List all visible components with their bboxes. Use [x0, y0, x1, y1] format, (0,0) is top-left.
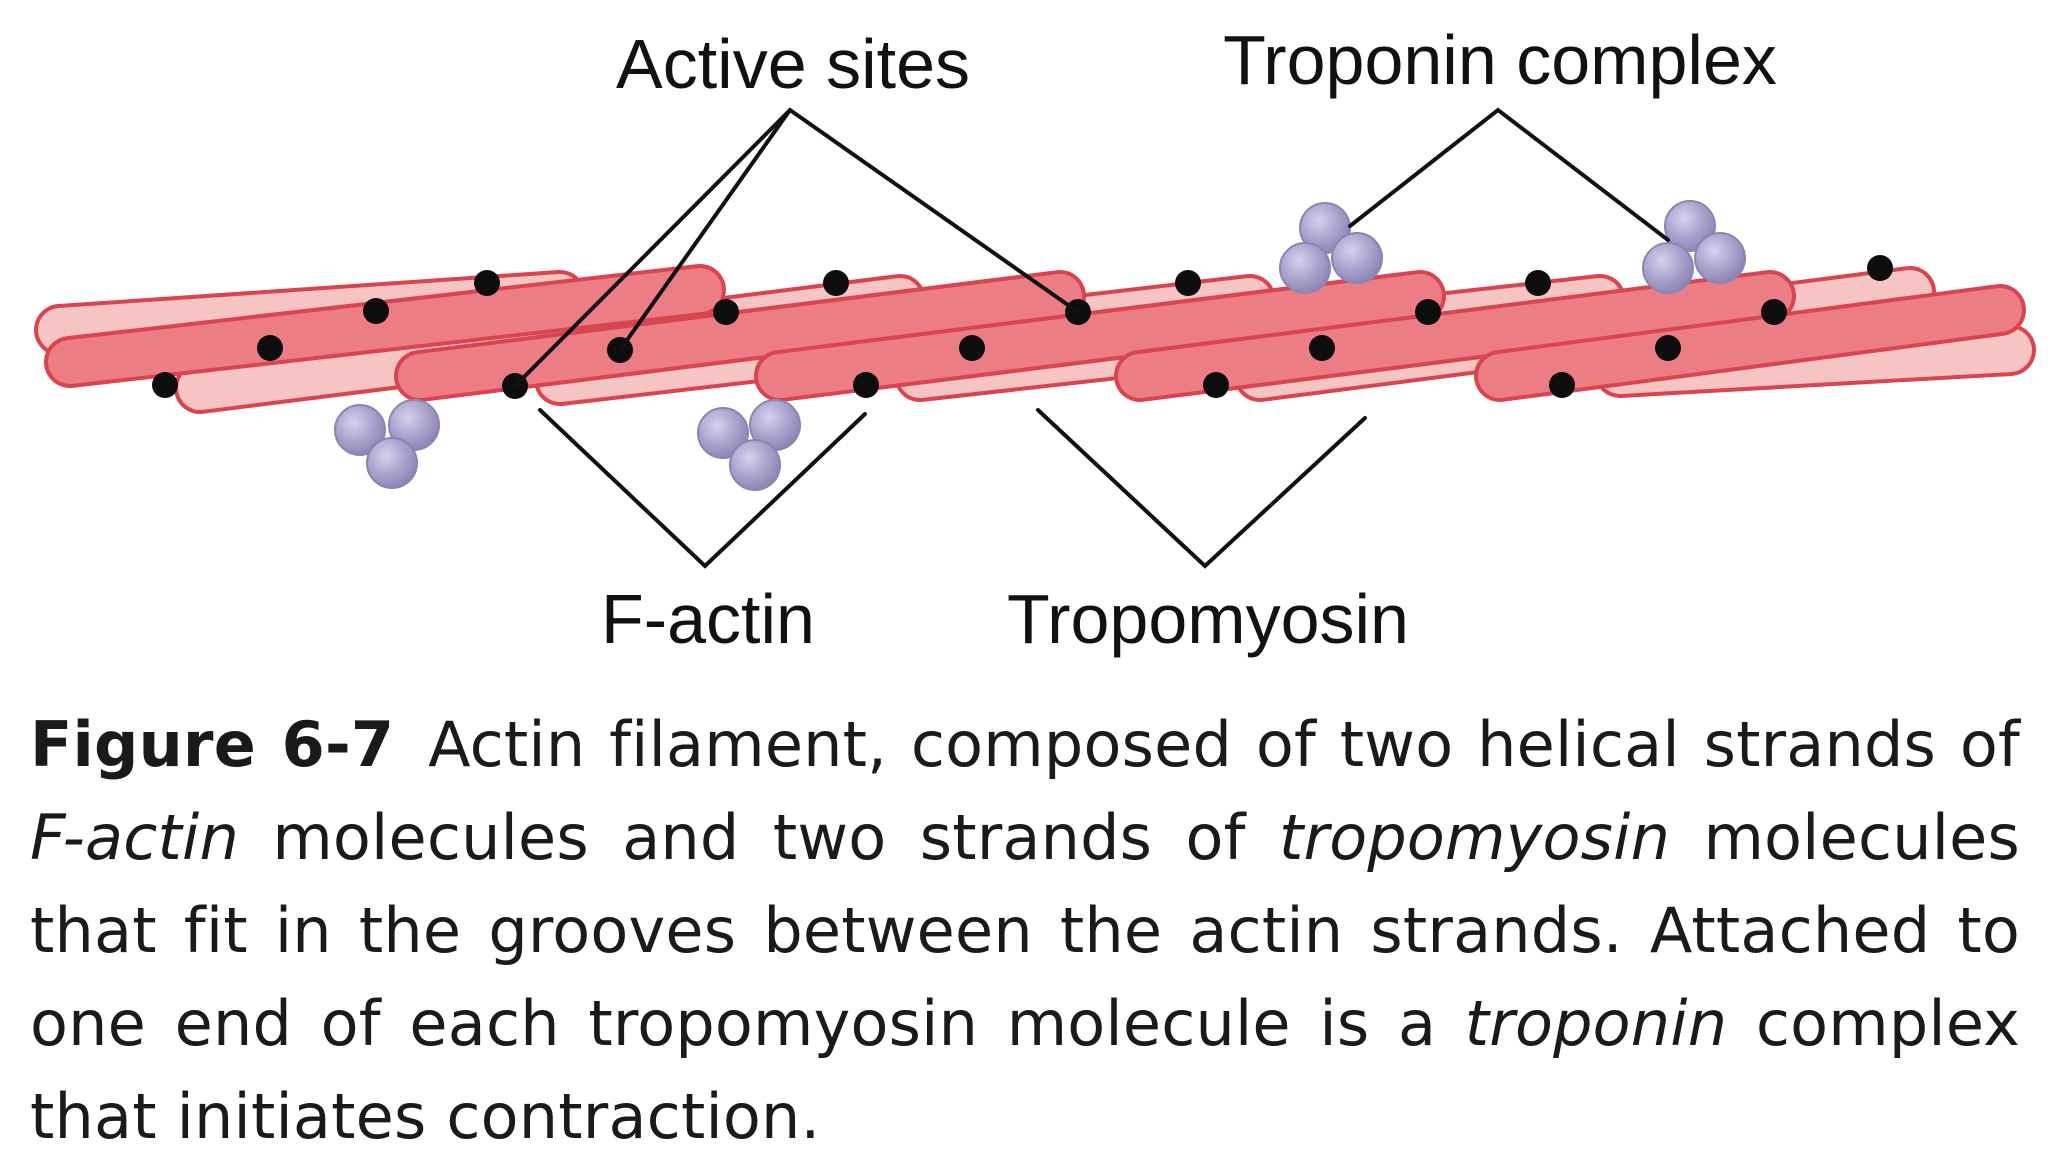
- active-site-dot: [853, 372, 879, 398]
- caption-text-1: Actin filament, composed of two helical …: [428, 708, 2020, 781]
- active-site-dot: [474, 270, 500, 296]
- actin-filament-diagram: Active sites Troponin complex F-actin Tr…: [34, 21, 2036, 658]
- caption-term-f-actin: F-actin: [30, 801, 239, 874]
- troponin-sphere: [729, 439, 781, 491]
- leader-tropomyosin: [1036, 408, 1367, 569]
- label-f-actin: F-actin: [601, 580, 815, 658]
- actin-segment-front-5: [1474, 284, 2026, 402]
- caption-term-tropomyosin: tropomyosin: [1279, 801, 1671, 874]
- caption-term-troponin: troponin: [1464, 987, 1728, 1060]
- active-site-dot: [713, 299, 739, 325]
- active-site-dot: [257, 335, 283, 361]
- troponin-sphere: [1331, 232, 1383, 284]
- troponin-sphere: [334, 404, 386, 456]
- active-site-dot: [823, 270, 849, 296]
- actin-filament: [34, 264, 2036, 414]
- troponin-complex-1: [334, 399, 440, 489]
- caption-text-3: molecules that fit in the grooves betwee…: [30, 801, 2020, 1060]
- caption-text-4: complex that initiates contraction.: [30, 987, 2020, 1153]
- caption-text-2: molecules and two strands of: [238, 801, 1280, 874]
- actin-segment-front-2: [394, 270, 1086, 402]
- active-site-dot: [959, 335, 985, 361]
- caption-figure-number: Figure 6-7: [30, 708, 395, 781]
- troponin-sphere: [1664, 200, 1716, 252]
- leader-troponin-1: [1348, 107, 1670, 242]
- leader-active-sites-3: [788, 108, 1080, 314]
- active-site-dot: [1867, 255, 1893, 281]
- actin-segment-front-3: [754, 270, 1446, 402]
- label-troponin-complex: Troponin complex: [1223, 21, 1777, 99]
- active-site-dot: [1309, 335, 1335, 361]
- active-site-dot: [1549, 372, 1575, 398]
- leader-f-actin: [538, 408, 867, 569]
- leader-lines: [513, 107, 1670, 569]
- troponin-complex-4: [1642, 200, 1746, 294]
- troponin-complex-2: [697, 399, 801, 491]
- active-site-dot: [363, 298, 389, 324]
- active-site-dot: [1203, 372, 1229, 398]
- active-site-dot: [152, 372, 178, 398]
- actin-segment-front-4: [1114, 270, 1796, 402]
- active-site-dot: [1415, 299, 1441, 325]
- troponin-complexes: [334, 200, 1746, 491]
- leader-active-sites-2: [618, 108, 792, 352]
- actin-segment-front-1: [44, 264, 726, 388]
- troponin-sphere: [1279, 242, 1331, 294]
- active-site-dot: [1175, 270, 1201, 296]
- troponin-sphere: [366, 437, 418, 489]
- troponin-sphere: [1694, 232, 1746, 284]
- active-site-dot: [1761, 299, 1787, 325]
- active-site-dot: [1655, 335, 1681, 361]
- actin-strand-front: [44, 264, 2026, 402]
- figure-caption: Figure 6-7 Actin filament, composed of t…: [30, 698, 2020, 1163]
- label-tropomyosin: Tropomyosin: [1007, 580, 1409, 658]
- leader-active-sites-1: [513, 108, 792, 388]
- active-site-dot: [1525, 270, 1551, 296]
- troponin-sphere: [1642, 242, 1694, 294]
- troponin-sphere: [697, 407, 749, 459]
- troponin-complex-3: [1279, 202, 1383, 294]
- label-active-sites: Active sites: [616, 25, 970, 103]
